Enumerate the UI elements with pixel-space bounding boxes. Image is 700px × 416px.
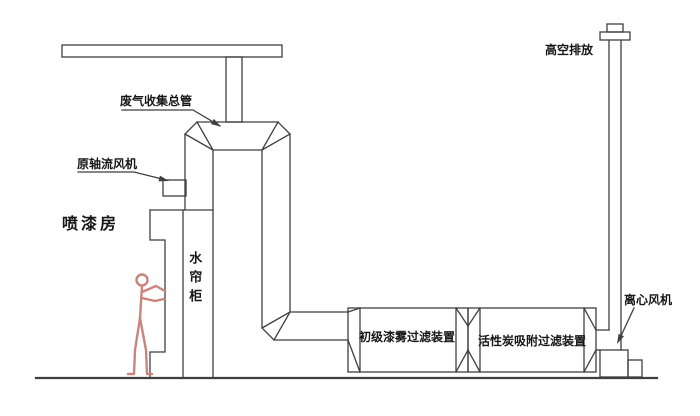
exhaust-stack — [599, 23, 631, 351]
centrifugal-fan-unit — [595, 329, 643, 378]
leader-exhaust-main — [121, 109, 221, 127]
label-spray-room: 喷漆房 — [62, 216, 120, 233]
label-primary-filter: 初级漆雾过滤装置 — [359, 330, 456, 344]
label-exhaust-main: 废气收集总管 — [120, 94, 193, 108]
label-axial-fan: 原轴流风机 — [77, 157, 138, 171]
axial-fan-box — [162, 179, 187, 197]
leader-centrifugal-fan — [617, 307, 635, 344]
carbon-filter-box — [467, 307, 597, 373]
label-water-curtain: 水帘柜 — [187, 251, 203, 308]
leader-axial-fan — [77, 171, 169, 182]
label-carbon-filter: 活性炭吸附过滤装置 — [478, 334, 587, 348]
person-figure — [126, 273, 167, 376]
label-high-discharge: 高空排放 — [545, 43, 594, 57]
label-centrifugal-fan: 离心风机 — [624, 293, 673, 307]
exhaust-duct — [184, 121, 349, 341]
spray-booth — [149, 209, 214, 378]
